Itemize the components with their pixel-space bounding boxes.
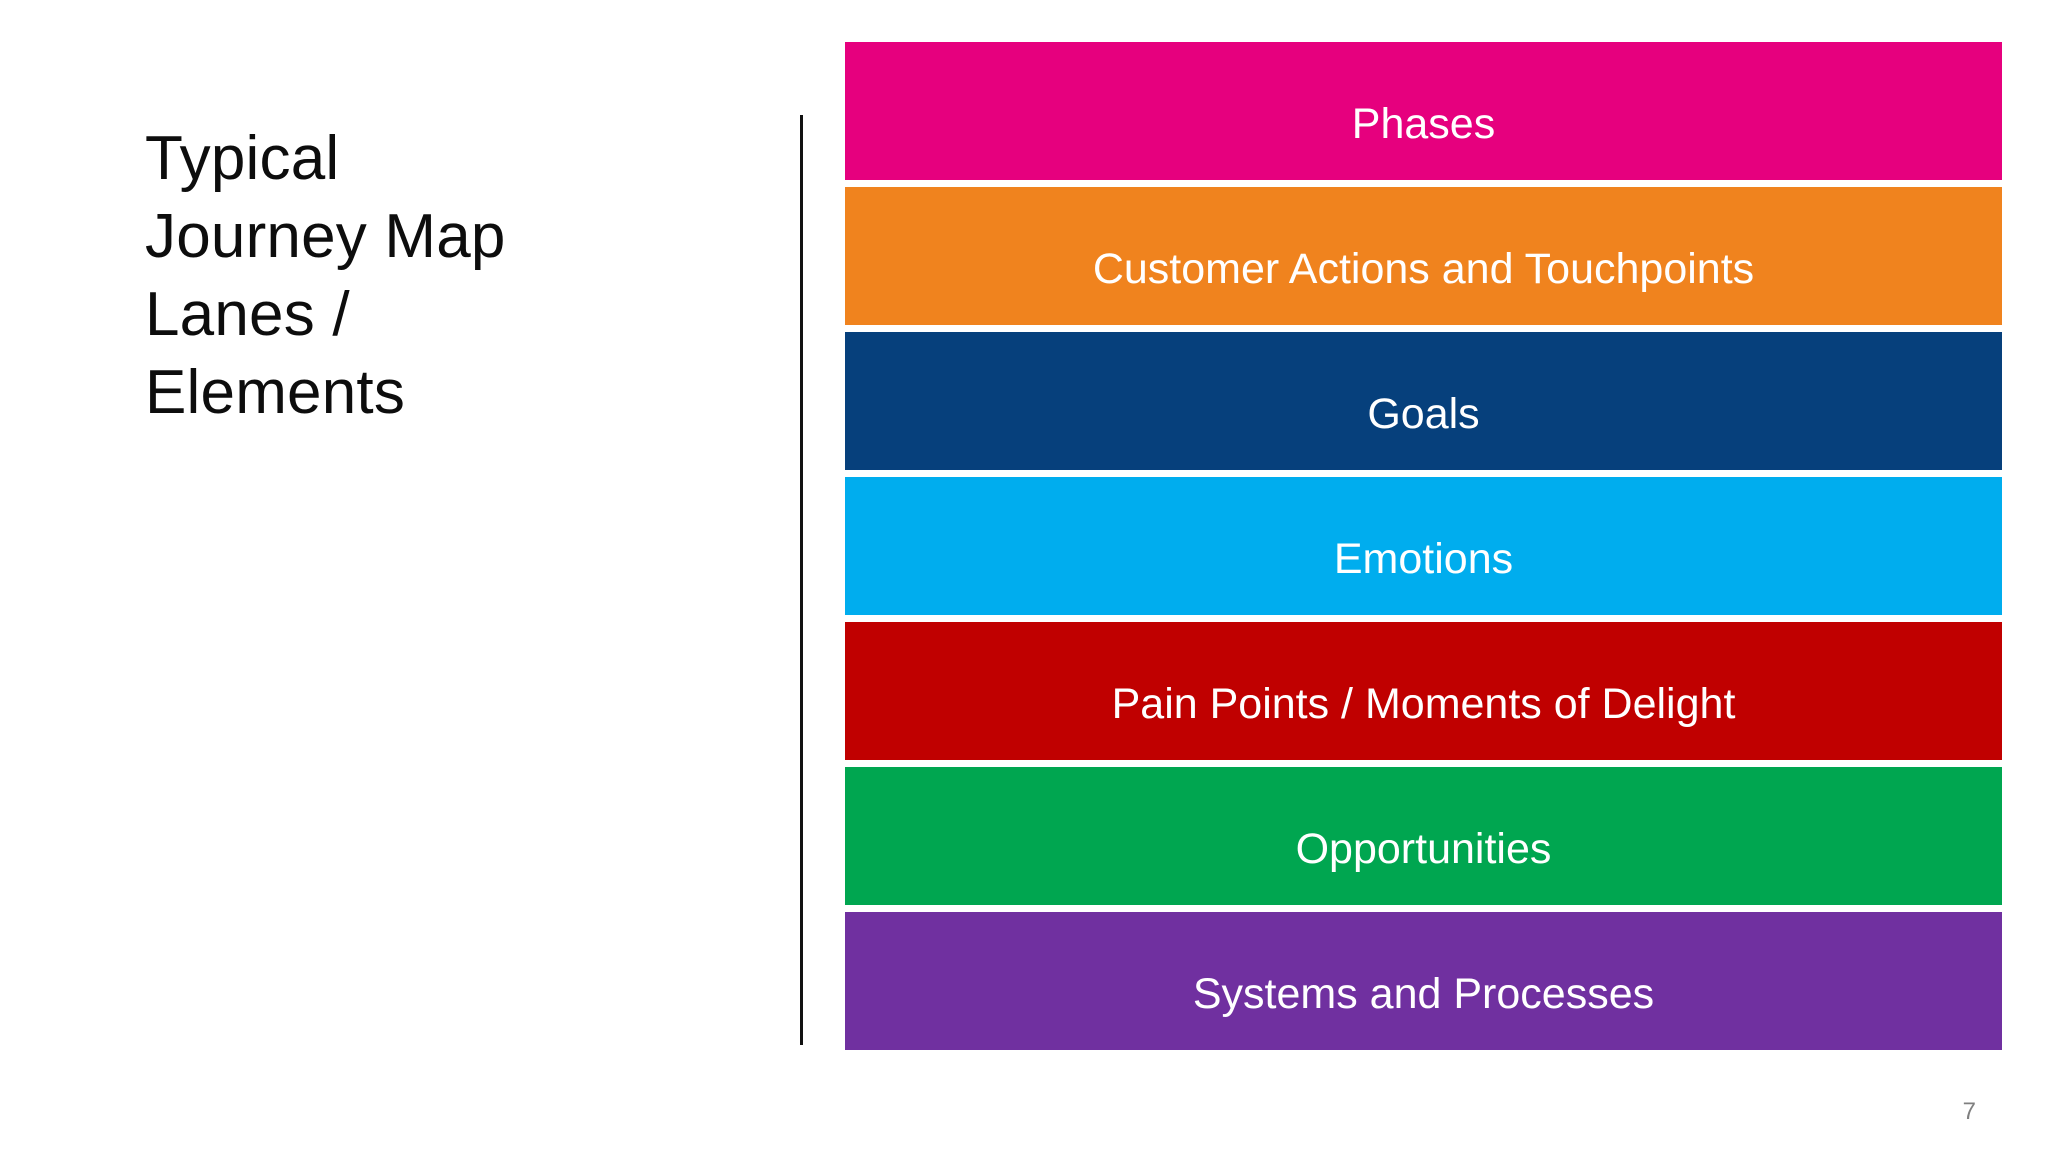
lane-phases[interactable]: Phases	[845, 42, 2002, 180]
journey-map-lanes: Phases Customer Actions and Touchpoints …	[845, 42, 2002, 1050]
vertical-divider	[800, 115, 803, 1045]
lane-label: Emotions	[1333, 535, 1514, 583]
lane-pain-points-moments-of-delight[interactable]: Pain Points / Moments of Delight	[845, 622, 2002, 760]
lane-opportunities[interactable]: Opportunities	[845, 767, 2002, 905]
page-title: Typical Journey Map Lanes / Elements	[145, 124, 506, 428]
slide-number: 7	[1962, 1098, 1976, 1125]
lane-label: Opportunities	[1295, 825, 1552, 873]
lane-label: Customer Actions and Touchpoints	[1092, 245, 1755, 293]
lane-label: Pain Points / Moments of Delight	[1111, 680, 1736, 728]
lane-label: Phases	[1351, 100, 1496, 148]
lane-goals[interactable]: Goals	[845, 332, 2002, 470]
lane-label: Systems and Processes	[1192, 970, 1655, 1018]
lane-label: Goals	[1367, 390, 1480, 438]
lane-systems-and-processes[interactable]: Systems and Processes	[845, 912, 2002, 1050]
lane-customer-actions-and-touchpoints[interactable]: Customer Actions and Touchpoints	[845, 187, 2002, 325]
lane-emotions[interactable]: Emotions	[845, 477, 2002, 615]
title-block: Typical Journey Map Lanes / Elements	[145, 120, 725, 432]
